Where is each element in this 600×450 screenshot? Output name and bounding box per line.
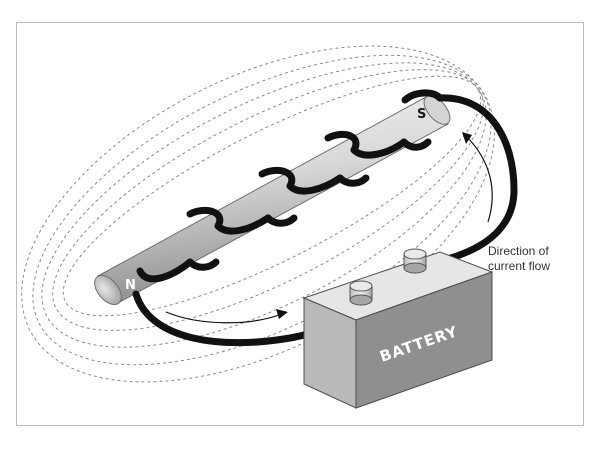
magnetic-field-lines bbox=[21, 45, 495, 383]
arrowhead-lower bbox=[276, 309, 288, 319]
coil-underside-1 bbox=[186, 258, 220, 271]
coil-turn-1 bbox=[136, 258, 194, 283]
battery: BATTERY bbox=[302, 248, 494, 409]
coil-underside-2 bbox=[264, 214, 298, 227]
rod-end-south bbox=[423, 95, 451, 125]
battery-side bbox=[355, 271, 493, 409]
field-line-1 bbox=[62, 75, 482, 317]
battery-terminal-left bbox=[349, 280, 373, 306]
current-arrow-lower bbox=[165, 311, 283, 324]
south-pole-label: S bbox=[417, 107, 426, 122]
coil-underside-4 bbox=[400, 138, 432, 151]
battery-terminal-right bbox=[403, 248, 427, 274]
coil-turn-2 bbox=[186, 207, 272, 235]
current-flow-caption: Direction of current flow bbox=[488, 244, 578, 274]
north-pole-label: N bbox=[125, 278, 136, 293]
field-line-3 bbox=[41, 62, 487, 348]
current-arrows bbox=[165, 135, 493, 324]
coil-underside-3 bbox=[336, 174, 370, 187]
rod-end-north bbox=[94, 274, 122, 306]
coil-turn-4 bbox=[324, 131, 408, 159]
current-arrowheads bbox=[276, 132, 472, 319]
caption-line-2: current flow bbox=[488, 259, 551, 273]
field-line-2 bbox=[52, 69, 484, 331]
caption-line-1: Direction of bbox=[488, 244, 549, 258]
current-arrow-upper bbox=[465, 135, 493, 223]
field-line-5 bbox=[21, 45, 495, 383]
coil-turn-3 bbox=[258, 167, 344, 195]
arrowhead-upper bbox=[462, 132, 472, 144]
lead-wire-south bbox=[432, 94, 518, 266]
coil-wire bbox=[136, 89, 444, 283]
iron-rod bbox=[94, 95, 451, 306]
